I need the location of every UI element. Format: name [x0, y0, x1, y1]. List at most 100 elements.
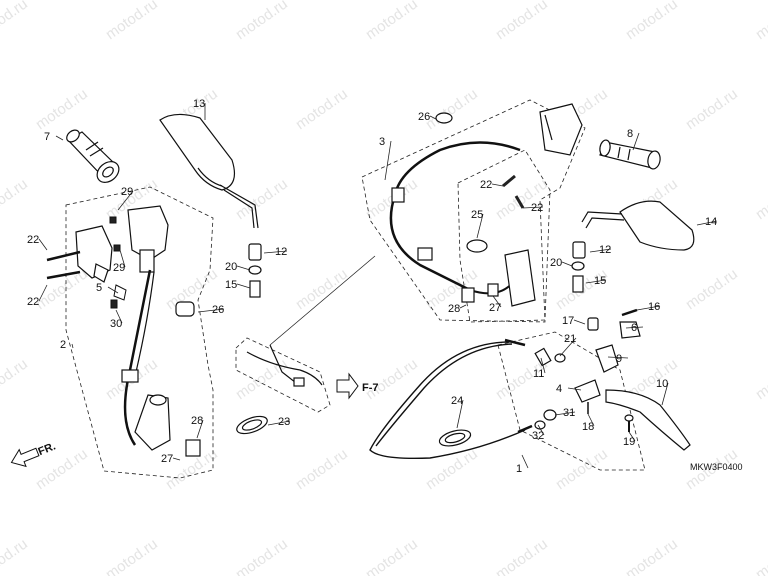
callout-leader-20 [236, 265, 251, 271]
callout-leader-26 [429, 115, 437, 120]
clutch-lever [534, 308, 691, 451]
callout-label-10: 10 [656, 378, 668, 390]
callout-leader-16 [636, 305, 661, 311]
callout-label-23: 23 [278, 416, 290, 428]
watermark-text: motod.ru [363, 355, 421, 403]
callout-label-7: 7 [44, 131, 50, 143]
ref-label: F-7 [362, 382, 379, 394]
callout-leader-27 [172, 457, 181, 461]
callout-leader-30 [115, 309, 123, 324]
callout-label-21: 21 [564, 333, 576, 345]
callout-label-22: 22 [27, 296, 39, 308]
callout-leader-26 [197, 308, 225, 313]
callout-label-6: 6 [631, 322, 637, 334]
callout-label-24: 24 [451, 395, 463, 407]
diagram-code: MKW3F0400 [690, 462, 743, 472]
callout-label-30: 30 [110, 318, 122, 330]
watermark-text: motod.ru [33, 85, 91, 133]
watermark-text: motod.ru [293, 85, 351, 133]
callout-label-1: 1 [516, 463, 522, 475]
callout-leader-32 [537, 424, 545, 436]
watermark-text: motod.ru [293, 265, 351, 313]
callout-label-20: 20 [225, 261, 237, 273]
watermark-text: motod.ru [233, 0, 291, 43]
callout-leader-21 [559, 337, 577, 357]
callout-leader-22 [38, 284, 48, 302]
watermark-text: motod.ru [753, 0, 768, 43]
callout-leader-2 [71, 343, 74, 349]
callout-leader-22 [522, 206, 544, 209]
watermark-text: motod.ru [0, 355, 31, 403]
callout-label-29: 29 [113, 262, 125, 274]
watermark-text: motod.ru [683, 265, 741, 313]
watermark-text: motod.ru [683, 85, 741, 133]
callout-leader-17 [573, 319, 586, 325]
callout-label-12: 12 [599, 244, 611, 256]
watermark-text: motod.ru [33, 265, 91, 313]
left-mirror [159, 113, 262, 298]
watermark-text: motod.ru [493, 175, 551, 223]
callout-label-22: 22 [480, 179, 492, 191]
watermark-text: motod.ru [423, 85, 481, 133]
left-switch-housing [75, 205, 201, 457]
callout-leader-27 [492, 295, 502, 308]
left-screws [46, 216, 127, 309]
watermark-text: motod.ru [233, 355, 291, 403]
sub-harness [246, 344, 323, 387]
callout-leader-9 [607, 356, 629, 359]
watermark-text: motod.ru [293, 445, 351, 493]
ref-arrow: F-7 [336, 372, 379, 400]
clamps [236, 415, 472, 447]
watermark-text: motod.ru [493, 535, 551, 576]
callout-label-3: 3 [379, 136, 385, 148]
watermark-text: motod.ru [753, 355, 768, 403]
callout-label-15: 15 [594, 275, 606, 287]
callout-leader-6 [625, 326, 644, 329]
watermark-text: motod.ru [233, 535, 291, 576]
callout-label-13: 13 [193, 98, 205, 110]
callout-label-2: 2 [60, 339, 66, 351]
watermark-text: motod.ru [753, 175, 768, 223]
callout-label-9: 9 [616, 353, 622, 365]
callout-leader-1 [521, 454, 529, 469]
watermark-text: motod.ru [103, 535, 161, 576]
callout-label-29: 29 [121, 186, 133, 198]
callout-leader-10 [661, 382, 669, 406]
callout-leader-18 [587, 413, 595, 427]
callout-label-22: 22 [27, 234, 39, 246]
callout-leader-5 [107, 286, 119, 294]
callout-leader-31 [554, 411, 576, 416]
callout-leaders [38, 103, 718, 469]
callout-label-16: 16 [648, 301, 660, 313]
callout-leader-3 [384, 140, 392, 181]
watermark-text: motod.ru [0, 0, 31, 43]
left-grip [66, 129, 120, 183]
callout-leader-22 [38, 238, 48, 251]
callout-label-11: 11 [533, 368, 544, 380]
watermark-text: motod.ru [493, 0, 551, 43]
callout-label-15: 15 [225, 279, 237, 291]
watermark-text: motod.ru [0, 175, 31, 223]
callout-leader-12 [263, 250, 288, 254]
callout-leader-19 [628, 431, 636, 442]
callout-label-8: 8 [627, 128, 633, 140]
watermark-text: motod.ru [423, 445, 481, 493]
watermark-text: motod.ru [103, 0, 161, 43]
subharness-outline [235, 337, 331, 413]
front-label: FR. [36, 440, 57, 458]
callout-label-14: 14 [705, 216, 717, 228]
callout-label-22: 22 [531, 202, 543, 214]
callout-label-27: 27 [161, 453, 173, 465]
callout-leader-15 [585, 279, 607, 284]
watermark-text: motod.ru [553, 445, 611, 493]
callout-leader-25 [476, 213, 484, 239]
callout-label-19: 19 [623, 436, 635, 448]
callout-leader-24 [456, 399, 464, 429]
callout-leader-28 [459, 304, 467, 309]
callout-label-20: 20 [550, 257, 562, 269]
callout-label-27: 27 [489, 302, 501, 314]
watermark-text: motod.ru [0, 535, 31, 576]
leader-links [269, 255, 376, 346]
